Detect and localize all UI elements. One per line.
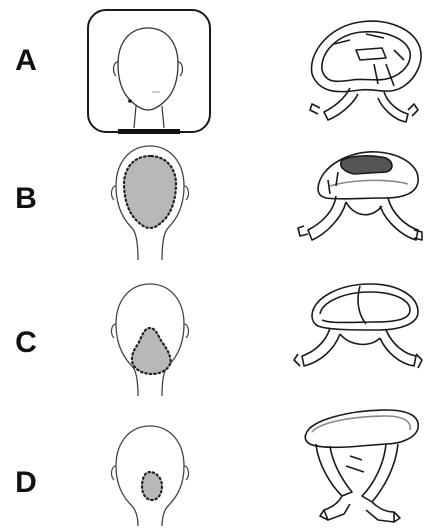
head-back-small-area	[80, 400, 220, 530]
head-back-large-area	[80, 136, 220, 266]
row-label-d: D	[6, 466, 46, 500]
headgear-cap-icon	[290, 4, 430, 134]
row-c: C	[0, 270, 432, 395]
headgear-band-icon	[290, 400, 430, 530]
headgear-crown-strap-icon	[290, 136, 430, 266]
row-b: B	[0, 136, 432, 261]
headgear-loop-strap-icon	[290, 270, 430, 400]
row-a: A	[0, 0, 432, 125]
row-label-c: C	[6, 326, 46, 360]
row-label-a: A	[6, 44, 46, 78]
row-label-b: B	[6, 182, 46, 216]
head-back-medium-area	[80, 270, 220, 400]
head-front-framed	[80, 4, 220, 134]
row-d: D	[0, 400, 432, 525]
